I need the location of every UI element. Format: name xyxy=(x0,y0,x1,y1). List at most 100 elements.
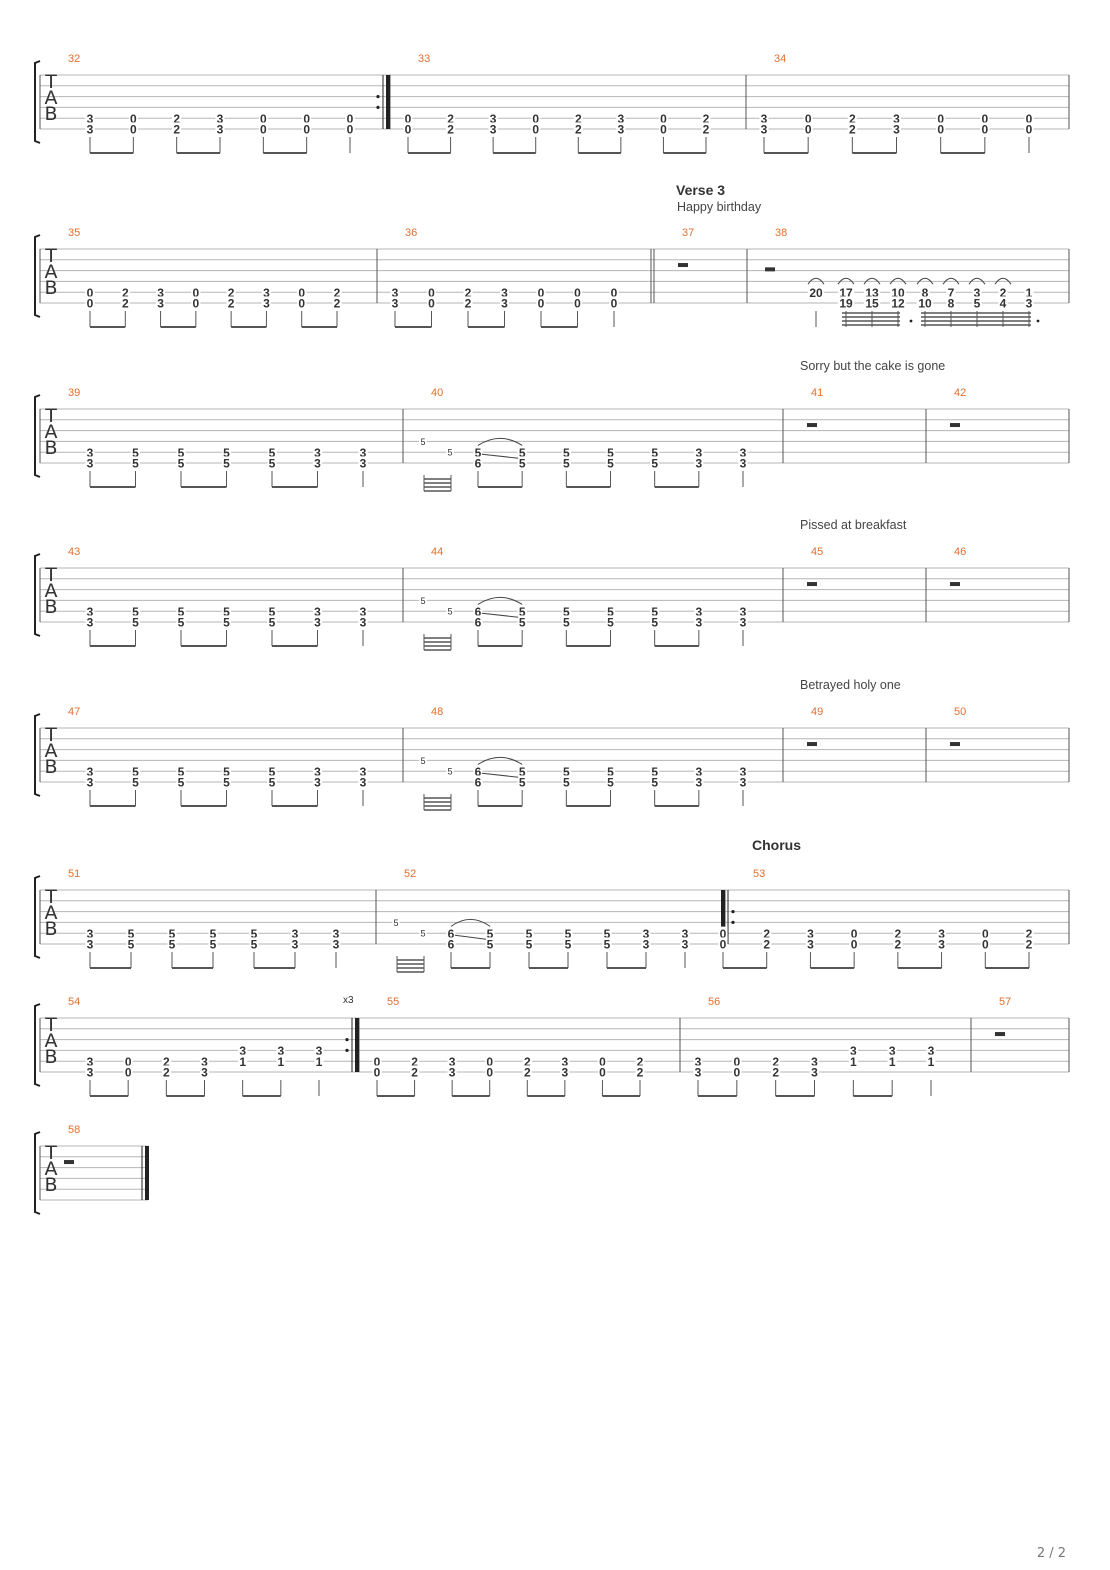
fret-knockout xyxy=(312,775,323,788)
fret-knockout xyxy=(297,285,307,299)
fret-knockout xyxy=(403,111,413,125)
measure-number: 45 xyxy=(811,546,823,558)
fret-number: 3 xyxy=(928,1044,935,1058)
repeat-dot xyxy=(345,1048,349,1052)
fret-number: 5 xyxy=(565,938,572,952)
fret-knockout xyxy=(837,296,855,309)
slide-line xyxy=(481,772,519,778)
fret-knockout xyxy=(215,122,225,135)
fret-knockout xyxy=(358,615,368,628)
repeat-dot xyxy=(731,910,735,914)
fret-number: 3 xyxy=(360,605,367,619)
fret-number: 0 xyxy=(574,286,581,300)
slur-arc xyxy=(837,277,855,285)
fret-knockout xyxy=(85,285,95,299)
fret-knockout xyxy=(563,937,573,950)
fret-number: 2 xyxy=(465,297,472,311)
fret-number: 0 xyxy=(303,112,310,126)
fret-number: 5 xyxy=(128,938,135,952)
fret-knockout xyxy=(805,926,816,940)
fret-knockout xyxy=(267,764,277,778)
measure-number: 44 xyxy=(431,546,443,558)
fret-number: 3 xyxy=(643,938,650,952)
fret-number: 0 xyxy=(125,1055,132,1069)
fret-number: 5 xyxy=(223,776,230,790)
fret-knockout xyxy=(650,445,660,459)
tab-clef-a: A xyxy=(45,580,58,602)
fret-knockout xyxy=(597,1065,608,1078)
fret-knockout xyxy=(759,111,769,125)
fret-number: 0 xyxy=(981,112,988,126)
fret-knockout xyxy=(85,122,95,135)
fret-knockout xyxy=(738,604,748,618)
fret-number: 5 xyxy=(132,776,139,790)
fret-number: 1 xyxy=(239,1055,246,1069)
measure-number: 55 xyxy=(387,996,399,1008)
fret-number: 2 xyxy=(849,123,856,137)
rest-mark xyxy=(950,423,960,428)
fret-knockout xyxy=(732,1065,742,1078)
fret-number: 3 xyxy=(490,123,497,137)
fret-knockout xyxy=(837,285,855,299)
fret-number: 3 xyxy=(501,286,508,300)
fret-number: 2 xyxy=(637,1055,644,1069)
fret-knockout xyxy=(650,775,660,788)
fret-number: 3 xyxy=(157,297,164,311)
fret-number: 5 xyxy=(604,938,611,952)
fret-knockout xyxy=(473,615,483,628)
fret-number: 3 xyxy=(807,927,814,941)
slur-arc xyxy=(994,277,1012,285)
fret-knockout xyxy=(609,285,619,299)
repeat-thick-bar xyxy=(721,890,725,944)
fret-number: 0 xyxy=(660,112,667,126)
rest-mark xyxy=(678,263,688,268)
fret-knockout xyxy=(560,1054,570,1068)
tab-clef-a: A xyxy=(45,1030,58,1052)
fret-number: 6 xyxy=(448,927,455,941)
fret-knockout xyxy=(517,775,527,788)
tab-clef-t: T xyxy=(44,245,57,267)
measure-number: 36 xyxy=(405,227,417,239)
fret-knockout xyxy=(536,285,546,299)
fret-number: 3 xyxy=(893,112,900,126)
fret-number: 3 xyxy=(740,776,747,790)
fret-number: 5 xyxy=(269,765,276,779)
fret-number: 3 xyxy=(333,927,340,941)
fret-number: 3 xyxy=(392,297,399,311)
fret-knockout xyxy=(155,285,166,299)
fret-number: 2 xyxy=(772,1055,779,1069)
fret-number: 2 xyxy=(703,112,710,126)
fret-knockout xyxy=(128,122,138,135)
fret-knockout xyxy=(267,775,277,788)
fret-number: 8 xyxy=(948,297,955,311)
fret-number: 5 xyxy=(269,605,276,619)
final-thick-bar xyxy=(145,1146,149,1200)
fret-number: 5 xyxy=(178,765,185,779)
fret-knockout xyxy=(473,456,483,469)
fret-knockout xyxy=(372,1065,382,1078)
fret-number: 5 xyxy=(519,605,526,619)
fret-knockout xyxy=(332,285,342,299)
fret-number: 7 xyxy=(948,286,955,300)
fret-number: 5 xyxy=(651,605,658,619)
fret-knockout xyxy=(517,604,527,618)
fret-number: 3 xyxy=(761,112,768,126)
fret-number: 5 xyxy=(563,765,570,779)
fret-number: 5 xyxy=(447,607,452,617)
fret-knockout xyxy=(126,937,136,950)
fret-knockout xyxy=(605,456,616,469)
fret-knockout xyxy=(176,456,186,469)
tab-clef-a: A xyxy=(45,740,58,762)
fret-knockout xyxy=(694,604,704,618)
lyric-line: Pissed at breakfast xyxy=(800,518,907,532)
fret-knockout xyxy=(635,1065,645,1078)
fret-knockout xyxy=(771,1065,781,1078)
fret-number: 5 xyxy=(269,446,276,460)
fret-number: 3 xyxy=(292,927,299,941)
fret-knockout xyxy=(738,764,748,778)
fret-number: 5 xyxy=(563,457,570,471)
fret-knockout xyxy=(605,615,616,628)
fret-knockout xyxy=(701,122,711,135)
fret-knockout xyxy=(848,1054,858,1068)
